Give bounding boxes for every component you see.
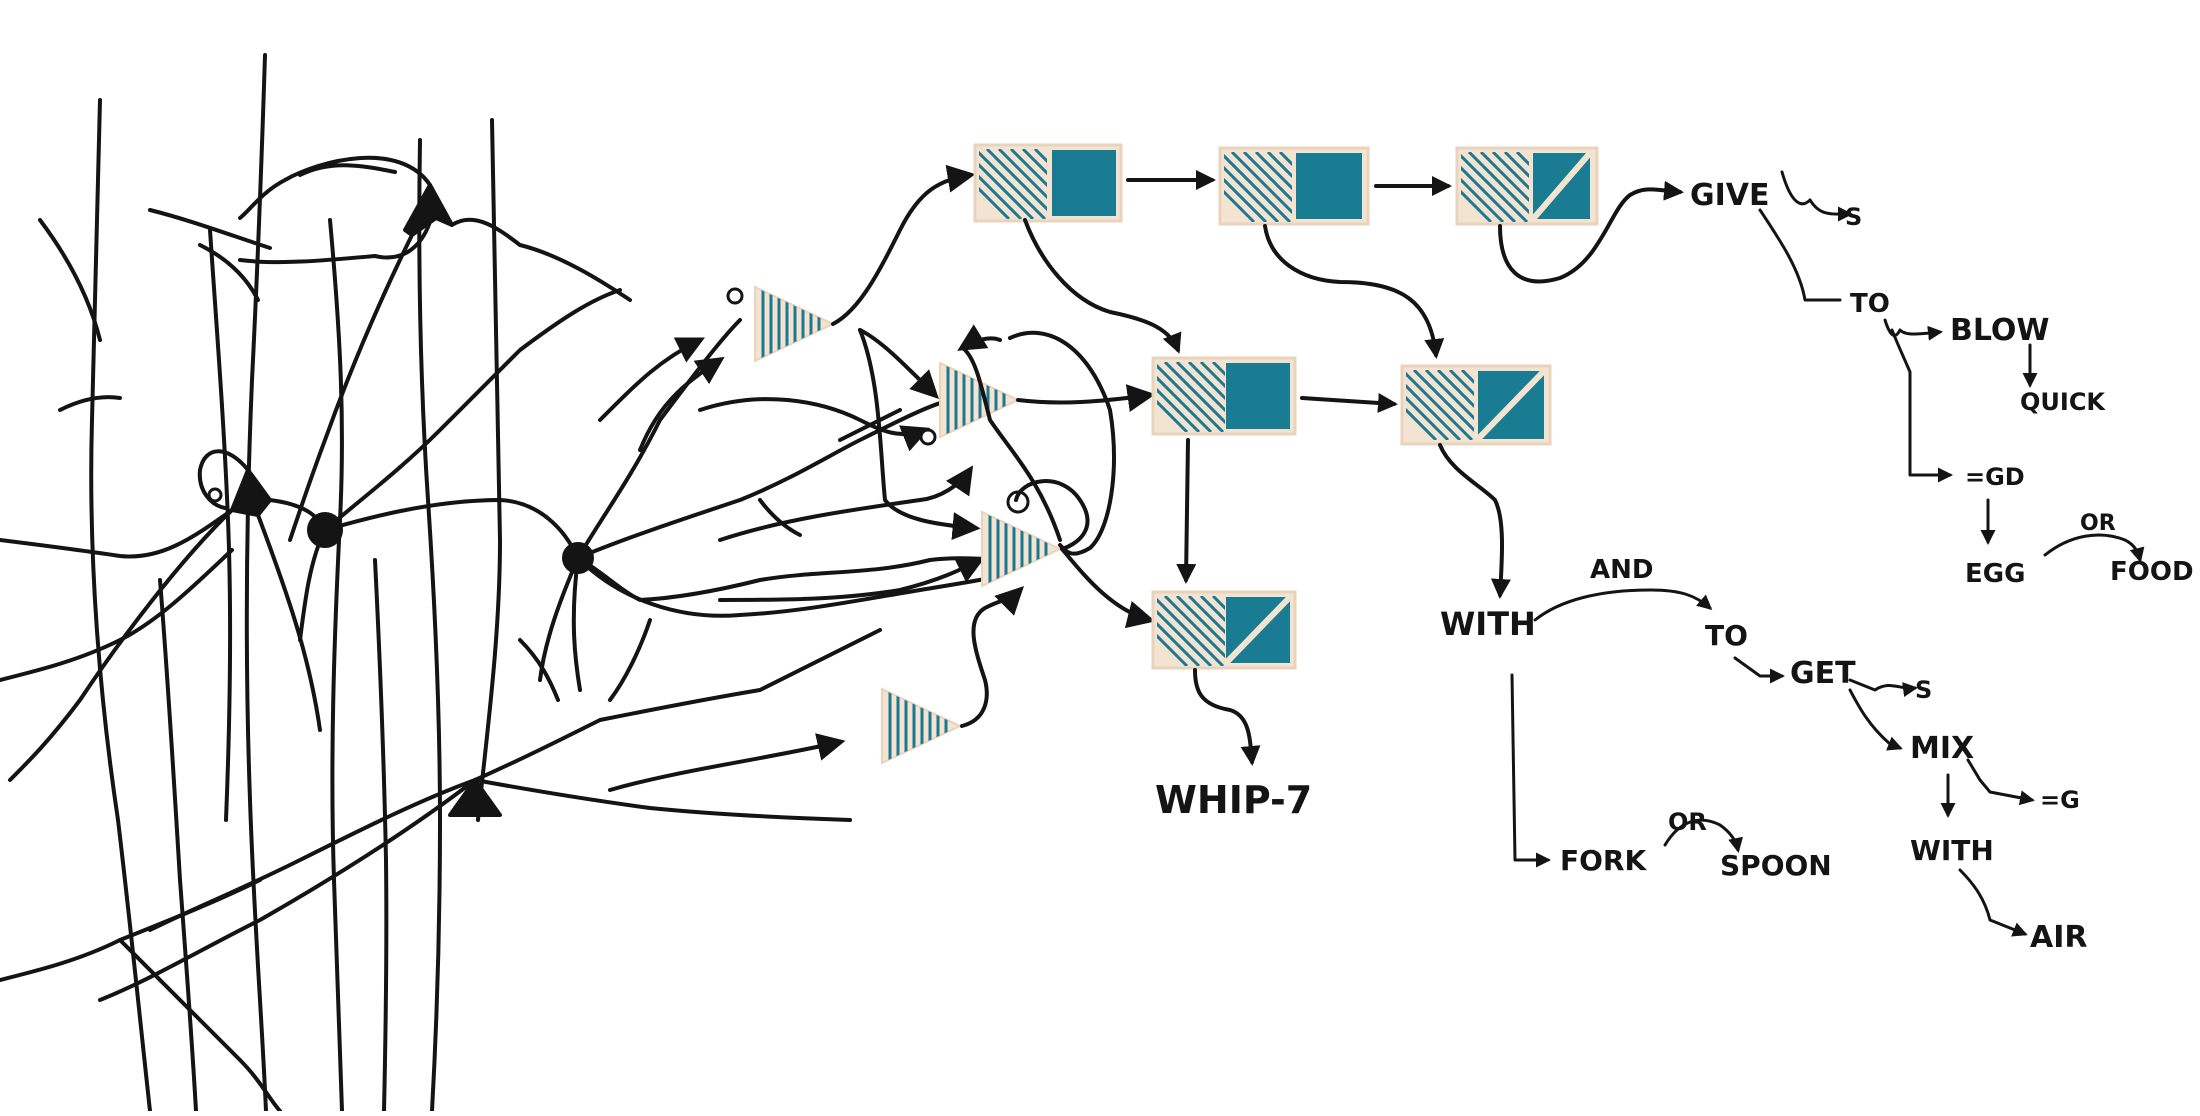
label-or-1: OR bbox=[2080, 511, 2116, 536]
label-with-1: WITH bbox=[1440, 605, 1536, 643]
parse-tree-labels: WHIP-7 GIVE S TO BLOW QUICK =GD EGG OR F… bbox=[1155, 178, 2194, 955]
label-eq-g: =G bbox=[2040, 786, 2080, 814]
node-4 bbox=[1117, 356, 1297, 436]
label-give: GIVE bbox=[1690, 178, 1770, 213]
label-with-2: WITH bbox=[1910, 834, 1994, 867]
label-and: AND bbox=[1590, 555, 1653, 585]
node-5 bbox=[1366, 364, 1552, 446]
label-give-s: S bbox=[1845, 203, 1862, 231]
neuron-network bbox=[0, 53, 1030, 1113]
label-egd: =GD bbox=[1965, 463, 2025, 491]
label-to-1: TO bbox=[1850, 289, 1890, 319]
triangle-unit-3 bbox=[982, 512, 1060, 586]
node-2 bbox=[1184, 146, 1370, 226]
node-6 bbox=[1117, 590, 1297, 670]
label-egg: EGG bbox=[1965, 559, 2025, 589]
label-get: GET bbox=[1790, 656, 1856, 691]
label-food: FOOD bbox=[2110, 557, 2194, 587]
node-links bbox=[1023, 170, 1684, 766]
triangle-unit-1 bbox=[755, 287, 833, 361]
label-mix: MIX bbox=[1910, 731, 1974, 766]
label-air: AIR bbox=[2030, 920, 2087, 955]
label-blow: BLOW bbox=[1950, 313, 2050, 348]
label-whip: WHIP-7 bbox=[1155, 778, 1312, 822]
parse-tree-links bbox=[1510, 170, 2145, 937]
triangle-unit-4 bbox=[882, 689, 960, 763]
label-spoon: SPOON bbox=[1720, 849, 1832, 882]
label-fork: FORK bbox=[1560, 844, 1647, 877]
label-get-s: S bbox=[1915, 676, 1932, 704]
label-quick: QUICK bbox=[2020, 388, 2106, 416]
node-3 bbox=[1421, 146, 1599, 226]
triangle-links bbox=[831, 164, 1156, 728]
node-1 bbox=[939, 143, 1123, 223]
label-or-2: OR bbox=[1668, 808, 1707, 836]
label-to-2: TO bbox=[1705, 619, 1748, 652]
